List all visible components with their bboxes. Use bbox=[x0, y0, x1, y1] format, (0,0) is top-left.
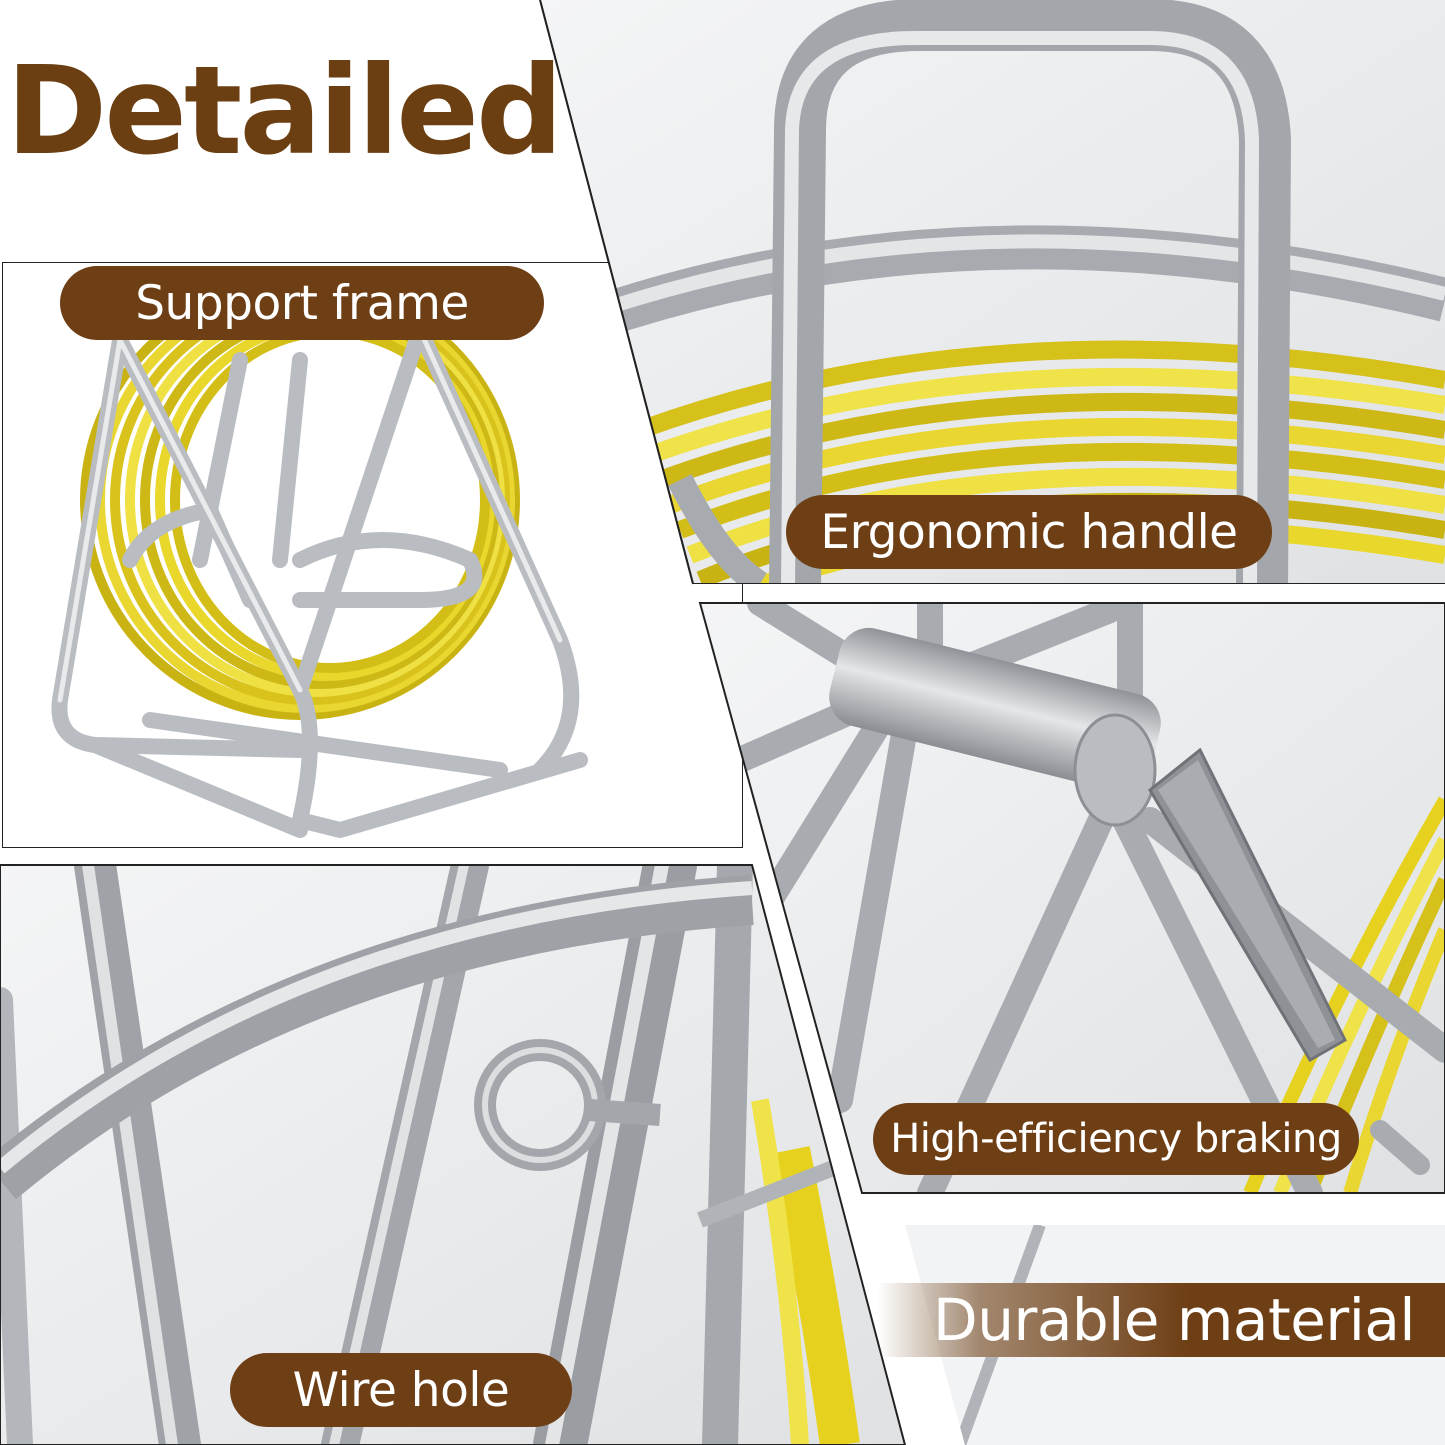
wire-hole-label: Wire hole bbox=[230, 1353, 572, 1427]
ergonomic-handle-text: Ergonomic handle bbox=[820, 504, 1238, 560]
support-frame-label: Support frame bbox=[60, 266, 544, 340]
durable-material-text: Durable material bbox=[933, 1286, 1415, 1354]
ergonomic-handle-label: Ergonomic handle bbox=[786, 495, 1272, 569]
high-efficiency-braking-text: High-efficiency braking bbox=[890, 1116, 1342, 1162]
wire-hole-photo bbox=[0, 865, 905, 1445]
wire-hole-text: Wire hole bbox=[292, 1362, 510, 1418]
ergonomic-handle-photo bbox=[540, 0, 1445, 584]
page-title: Detailed bbox=[6, 40, 563, 182]
high-efficiency-braking-label: High-efficiency braking bbox=[873, 1103, 1359, 1175]
durable-material-banner: Durable material bbox=[878, 1283, 1445, 1357]
support-frame-text: Support frame bbox=[135, 275, 469, 331]
